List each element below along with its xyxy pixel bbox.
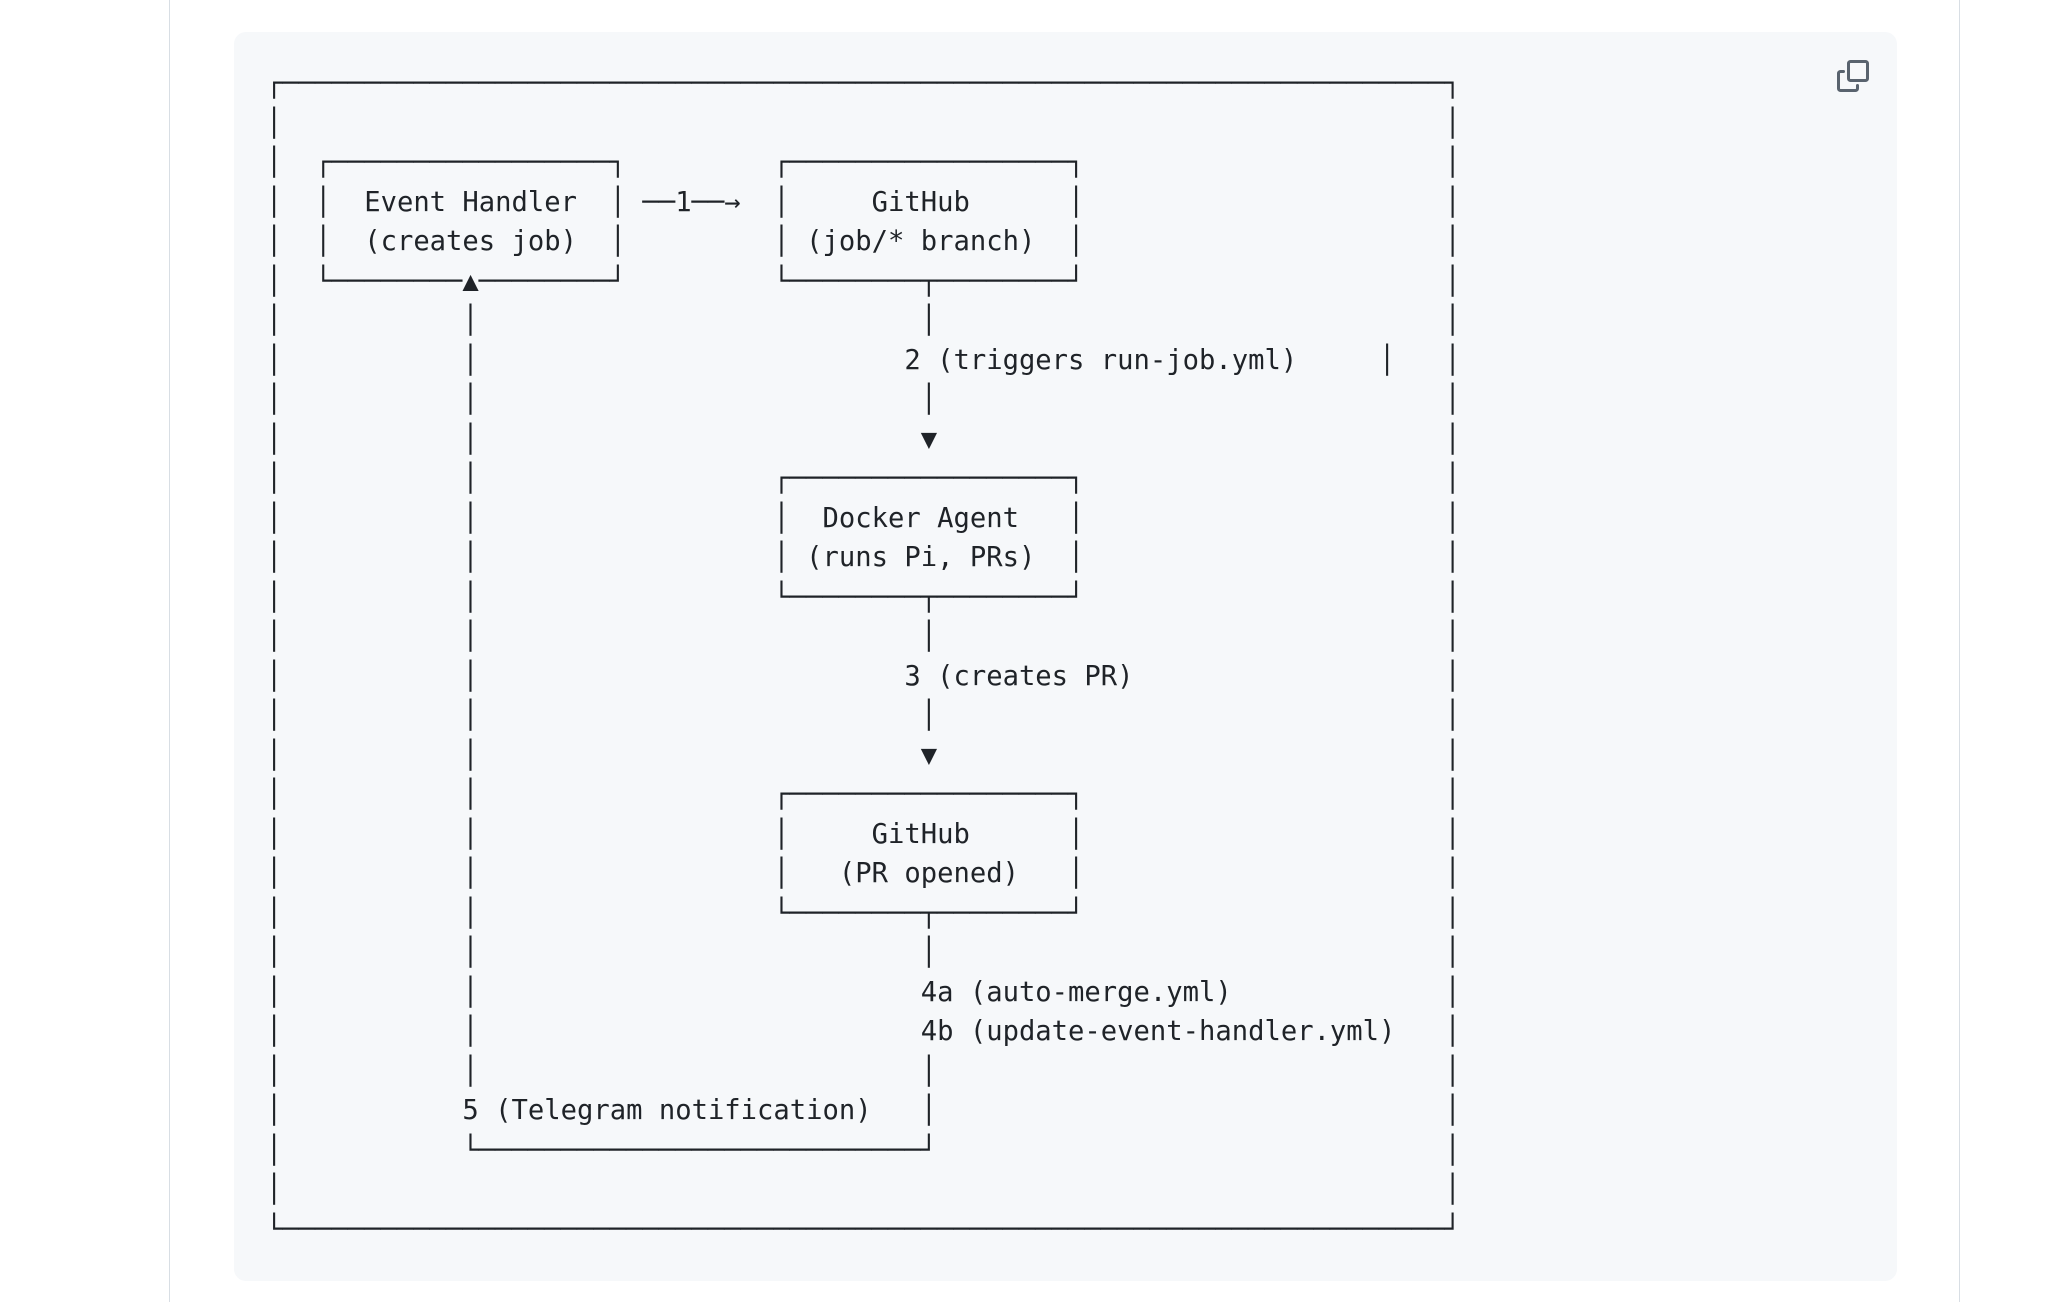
copy-icon — [1837, 60, 1869, 92]
ascii-diagram: ┌───────────────────────────────────────… — [266, 68, 1461, 1245]
copy-button[interactable] — [1835, 58, 1871, 94]
readme-content-column: ┌───────────────────────────────────────… — [169, 0, 1960, 1302]
code-block-panel: ┌───────────────────────────────────────… — [234, 32, 1897, 1281]
